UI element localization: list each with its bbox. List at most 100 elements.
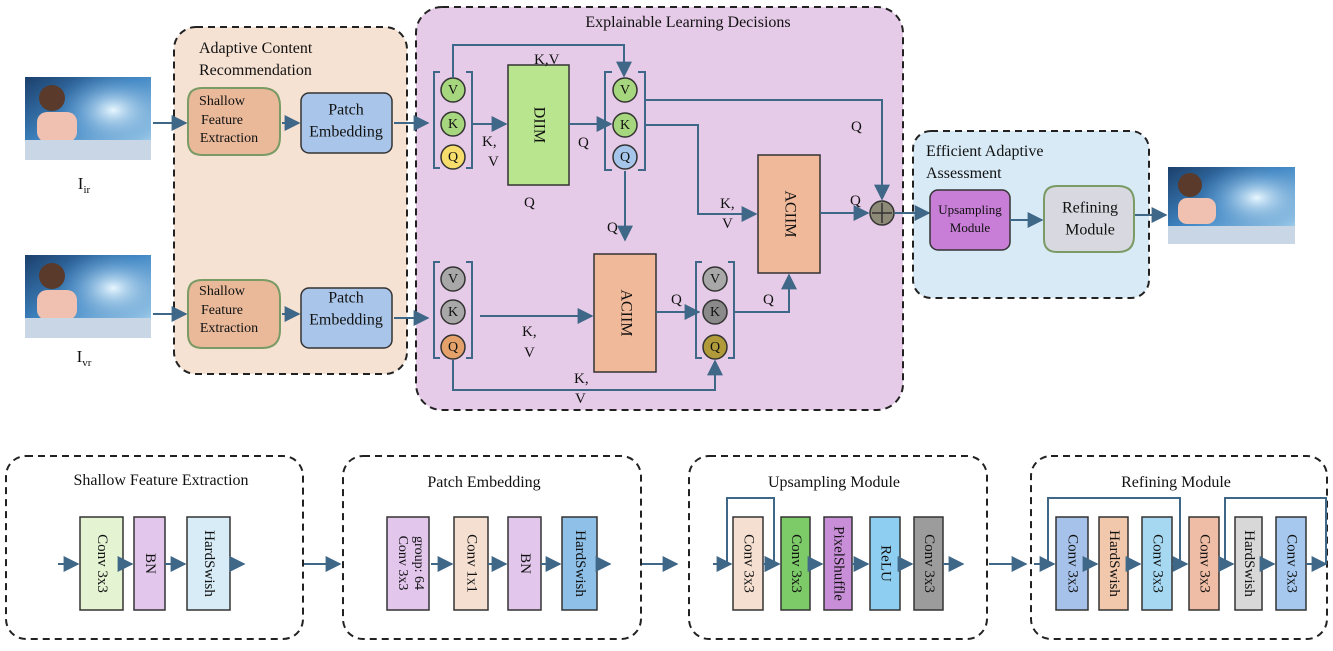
patch-layer-1 [453, 516, 489, 611]
attention-flow-arrows [452, 44, 931, 391]
svg-text:Feature: Feature [201, 303, 243, 318]
svg-text:Q: Q [620, 150, 630, 165]
explainable-title: Explainable Learning Decisions [585, 14, 790, 31]
refining-layer-label-3: Conv 3x3 [1150, 534, 1166, 593]
patch-detail-layers: Conv 1x1 BN HardSwish [453, 516, 598, 611]
patch-grouped-conv-layer: Conv 3x3 group: 64 [386, 516, 430, 611]
shallow-layer-label-1: Conv 3x3 [94, 534, 110, 593]
label-v-upper-aciim: V [722, 216, 733, 232]
edge-labels: K,V K, V Q Q Q Q K, V Q K, V Q Q K, V [482, 52, 862, 407]
svg-text:Refining: Refining [1062, 200, 1118, 217]
q-node-aciim [702, 334, 728, 360]
k-node-aciim [702, 299, 728, 325]
k-node-vr [440, 299, 466, 325]
label-k-upper-aciim: K, [720, 196, 735, 212]
shallow-layer-1 [79, 516, 124, 611]
fused-output-image [1168, 167, 1295, 244]
svg-text:K: K [448, 305, 458, 320]
refining-layer-3 [1141, 516, 1173, 611]
input-flow-arrows [153, 115, 430, 326]
vr-input-label: Ivr [77, 347, 92, 369]
upsampling-layer-label-2: Conv 3x3 [788, 534, 804, 593]
patch-detail-title: Patch Embedding [427, 474, 540, 491]
patch-layer-label-3: HardSwish [572, 530, 588, 597]
label-q-diim-out: Q [578, 135, 589, 151]
q-node-ir [440, 144, 466, 170]
infrared-input-image [25, 77, 151, 160]
shallow-detail-title: Shallow Feature Extraction [73, 472, 248, 489]
aciim-block-lower: ACIIM [593, 253, 657, 373]
k-node-ir [440, 111, 466, 137]
label-k-lower-aciim: K, [522, 324, 537, 340]
refining-layer-5 [1234, 516, 1263, 611]
patch-layer-3 [561, 516, 598, 611]
refining-layer-label-5: HardSwish [1241, 530, 1257, 597]
vkq-group-diim-out: V K Q [604, 71, 646, 171]
svg-text:Extraction: Extraction [200, 131, 258, 146]
svg-text:V: V [710, 272, 720, 287]
v-node-diim [612, 77, 638, 103]
patch-embedding-block-vr: Patch Embedding [300, 287, 393, 349]
svg-text:K: K [710, 305, 720, 320]
label-q-to-adder: Q [851, 119, 862, 135]
upsampling-layer-label-4: ReLU [878, 545, 894, 582]
q-node-vr [440, 334, 466, 360]
diim-block: DIIM [507, 64, 570, 186]
ir-input-label: Iir [78, 174, 91, 196]
k-node-diim [612, 112, 638, 138]
label-k-loop: K, [574, 371, 589, 387]
label-q-to-lower-aciim: Q [607, 220, 618, 236]
refining-layer-label-2: HardSwish [1106, 530, 1122, 597]
adaptive-title-line1: Adaptive Content [199, 40, 313, 57]
svg-text:Patch: Patch [328, 290, 364, 307]
patch-layer-label-2: BN [517, 553, 533, 574]
refining-layer-label-1: Conv 3x3 [1065, 534, 1081, 593]
upsampling-layer-2 [780, 516, 811, 611]
upsampling-layer-5 [913, 516, 944, 611]
svg-text:V: V [448, 83, 458, 98]
svg-text:Extraction: Extraction [200, 321, 258, 336]
label-q-lower-aciim-out: Q [671, 292, 682, 308]
label-v-loop: V [575, 391, 586, 407]
refining-layer-2 [1098, 516, 1129, 611]
upsampling-layer-1 [732, 516, 764, 611]
patch-layer-label-1: Conv 1x1 [464, 534, 480, 593]
svg-text:Embedding: Embedding [309, 312, 383, 329]
svg-text:Feature: Feature [201, 113, 243, 128]
assessment-title-line1: Efficient Adaptive [926, 143, 1043, 160]
svg-text:K: K [620, 118, 630, 133]
svg-text:Shallow: Shallow [199, 94, 246, 109]
svg-text:Conv 3x3: Conv 3x3 [395, 536, 410, 591]
svg-text:ACIIM: ACIIM [617, 289, 634, 336]
patch-embedding-block-ir: Patch Embedding [300, 92, 393, 154]
svg-text:V: V [448, 272, 458, 287]
adaptive-title-line2: Recommendation [199, 62, 312, 79]
vkq-group-aciim-out: V K Q [695, 261, 735, 360]
label-kv-top: K,V [534, 52, 560, 68]
label-q-aciim-to-adder: Q [850, 193, 861, 209]
upsampling-layer-4 [869, 516, 901, 611]
refining-layer-label-4: Conv 3x3 [1197, 534, 1213, 593]
label-q-to-upper-aciim: Q [763, 292, 774, 308]
explainable-learning-region [415, 6, 904, 411]
q-node-diim [612, 144, 638, 170]
shallow-layer-3 [186, 516, 231, 611]
svg-text:Module: Module [950, 220, 991, 235]
svg-text:Shallow: Shallow [199, 284, 246, 299]
addition-node [869, 200, 895, 226]
aciim-block-upper: ACIIM [757, 154, 821, 274]
shallow-feature-block-ir: Shallow Feature Extraction [187, 87, 281, 156]
label-v-diim-in: V [488, 154, 499, 170]
svg-text:Module: Module [1065, 222, 1115, 239]
visible-input-image [25, 255, 151, 338]
svg-text:Q: Q [448, 150, 458, 165]
svg-text:Q: Q [448, 340, 458, 355]
svg-text:Upsampling: Upsampling [938, 202, 1002, 217]
svg-text:Q: Q [710, 340, 720, 355]
svg-text:Embedding: Embedding [309, 124, 383, 141]
upsampling-layer-label-5: Conv 3x3 [921, 534, 937, 593]
upsampling-layer-label-1: Conv 3x3 [741, 534, 757, 593]
label-k-diim-in: K, [482, 134, 497, 150]
